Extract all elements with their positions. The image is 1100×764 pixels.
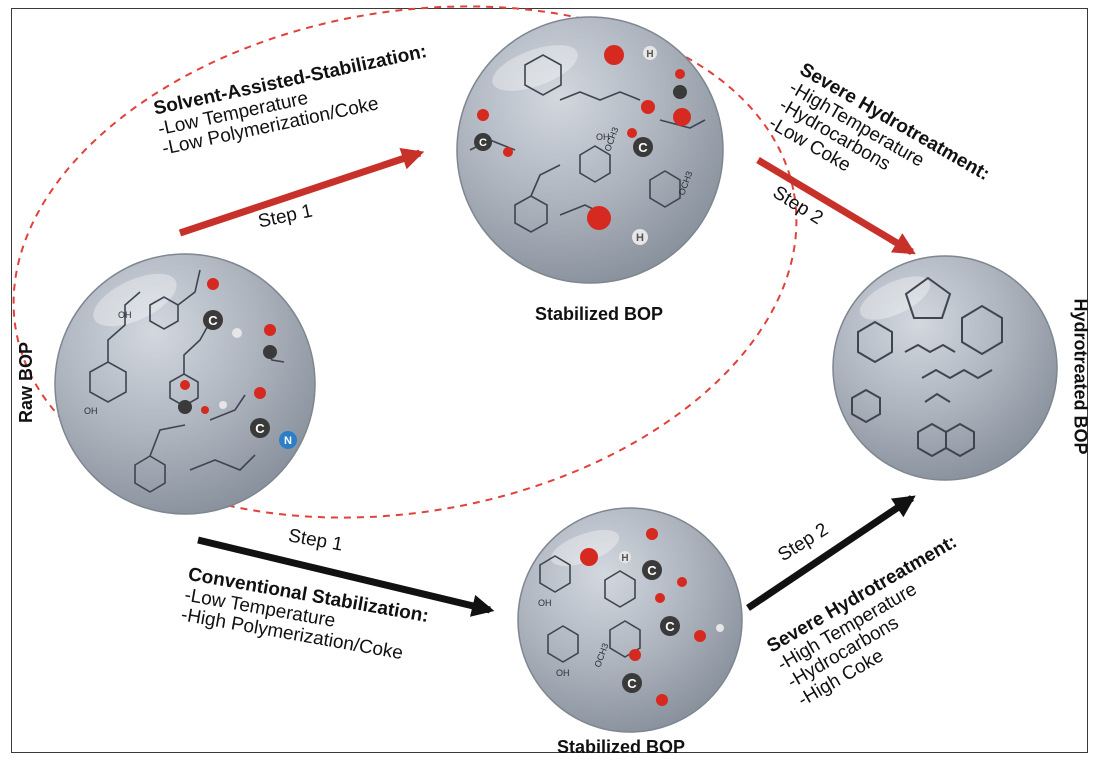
- stabilized-bop-top-sphere: [456, 16, 724, 284]
- atom-h-3: H: [621, 553, 628, 564]
- oh-label-4: OH: [538, 598, 552, 608]
- atom-letters: C C N C C H H C C C H: [208, 49, 675, 691]
- figure-frame: [11, 8, 1088, 753]
- stabilized-bop-top-caption: Stabilized BOP: [535, 304, 664, 324]
- atom-h-2: H: [636, 232, 644, 244]
- arrow-step1-top: [178, 148, 425, 237]
- stabilized-top-atoms: [474, 45, 691, 245]
- oh-label-5: OH: [556, 668, 570, 678]
- raw-bop-caption: Raw BOP: [16, 341, 37, 424]
- atom-c-5: C: [647, 563, 657, 578]
- hydrotreated-bop-sphere: [832, 255, 1058, 481]
- oh-label-1: OH: [118, 310, 132, 320]
- oh-label-3: OH: [596, 132, 610, 142]
- stabilized-bop-bottom-caption: Stabilized BOP: [557, 737, 686, 757]
- atom-c-4: C: [479, 137, 487, 149]
- stabilized-bottom-atoms: [580, 528, 724, 706]
- solvent-assisted-dashed-ellipse: [12, 5, 798, 519]
- hydrocarbon-shapes: [851, 276, 1003, 458]
- atom-c-6: C: [665, 619, 675, 634]
- arrow-step1-bottom: [197, 536, 495, 617]
- hydrotreated-bop-caption: Hydrotreated BOP: [1070, 298, 1091, 455]
- atom-n: N: [284, 435, 292, 447]
- arrow-step2-bottom: [746, 495, 916, 611]
- atom-c-1: C: [208, 313, 218, 328]
- atom-h-1: H: [646, 49, 653, 60]
- raw-bop-sphere: [54, 253, 316, 515]
- raw-bop-atoms: [178, 278, 297, 449]
- stabilized-bop-bottom-sphere: [517, 507, 743, 733]
- arrow-step2-top: [756, 156, 916, 256]
- atom-c-2: C: [255, 421, 265, 436]
- atom-c-3: C: [638, 140, 648, 155]
- oh-label-2: OH: [84, 406, 98, 416]
- atom-c-7: C: [627, 676, 637, 691]
